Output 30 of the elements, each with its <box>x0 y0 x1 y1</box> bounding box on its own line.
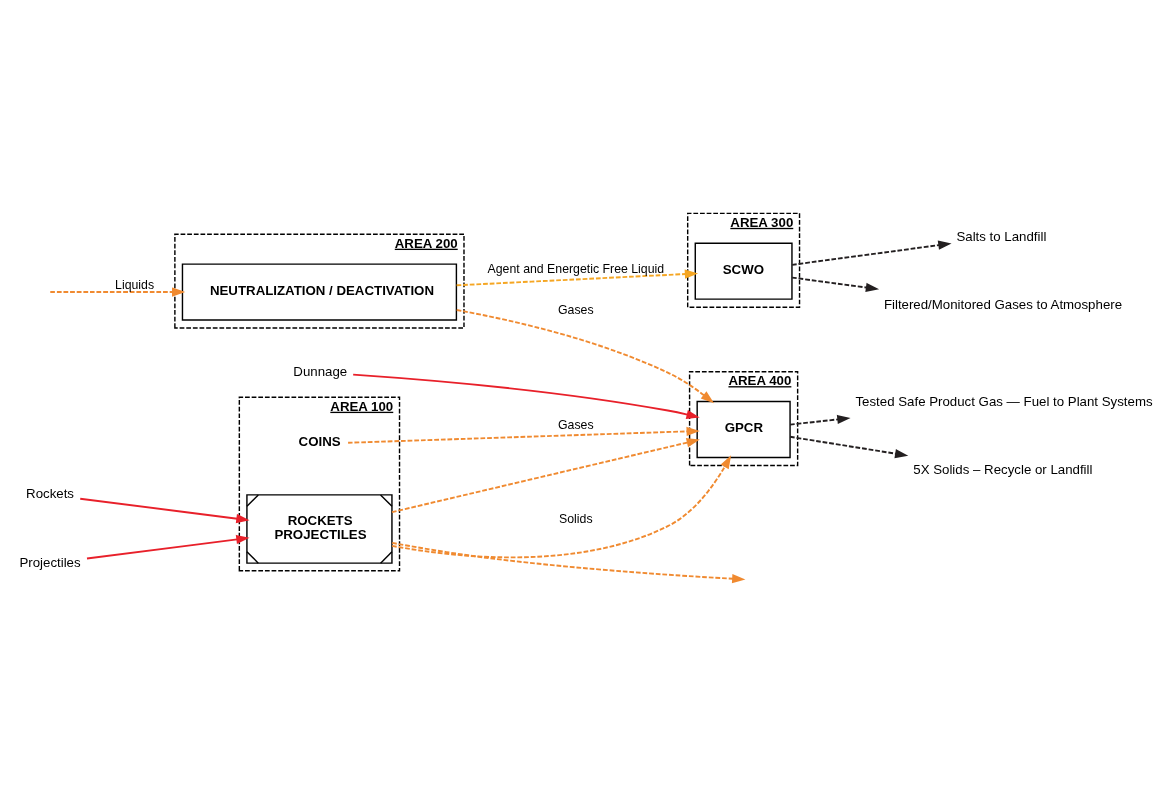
arrow <box>391 438 700 514</box>
arrow <box>455 309 715 404</box>
arrow <box>791 276 880 293</box>
arrow <box>791 240 952 266</box>
edge-label: Gases <box>558 303 594 318</box>
node-text: Dunnage <box>293 364 348 380</box>
arrow <box>86 534 250 560</box>
node-text: Salts to Landfill <box>956 228 1047 244</box>
node-text: 5X Solids – Recycle or Landfill <box>913 461 1093 477</box>
arrow <box>49 287 186 297</box>
arrow <box>391 541 746 584</box>
node-text: Rockets <box>26 486 74 502</box>
node-text: Filtered/Monitored Gases to Atmosphere <box>883 296 1123 312</box>
node-box: GPCR <box>696 400 791 459</box>
arrow <box>789 414 851 426</box>
node-text: Tested Safe Product Gas — Fuel to Plant Systems <box>855 393 1153 409</box>
arrow <box>789 435 909 459</box>
edge-label: Agent and Energetic Free Liquid <box>487 261 665 276</box>
edge-label: Liquids <box>115 277 155 292</box>
edge-label: Gases <box>558 417 594 432</box>
arrow <box>79 497 250 524</box>
arrow <box>352 373 700 419</box>
arrow <box>347 426 700 444</box>
node-text: Projectiles <box>19 554 81 570</box>
node-box: NEUTRALIZATION / DEACTIVATION <box>181 263 458 321</box>
edge-label: Solids <box>559 511 593 526</box>
node-box: SCWO <box>694 242 793 300</box>
arrow <box>455 269 699 287</box>
node-text: COINS <box>298 434 341 450</box>
arrow <box>391 455 732 559</box>
